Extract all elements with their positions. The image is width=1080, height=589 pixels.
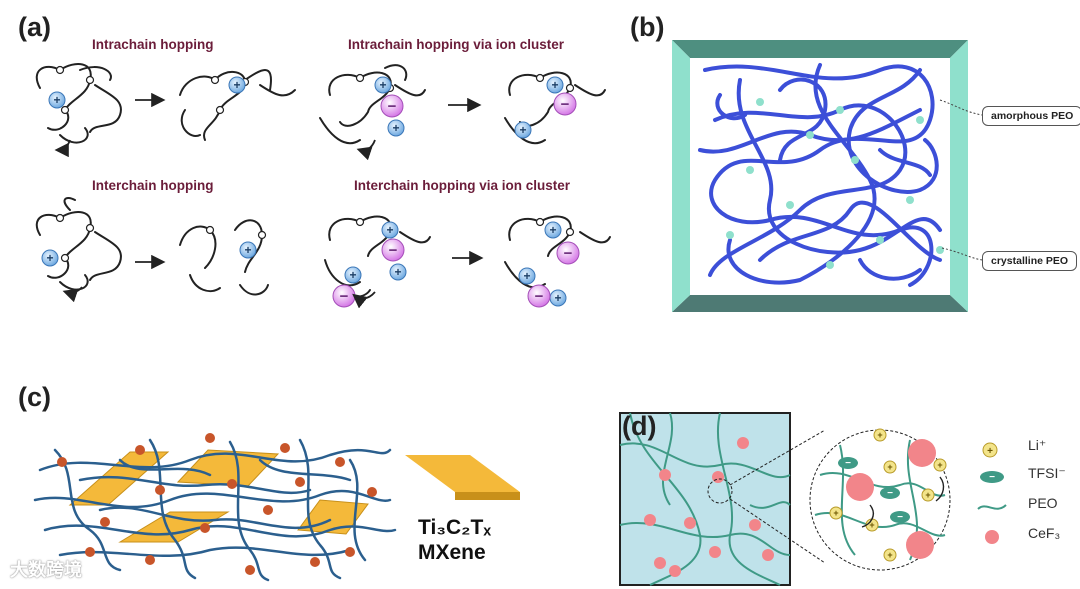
svg-text:+: + bbox=[549, 223, 556, 237]
mxene-composite-diagram bbox=[33, 433, 520, 582]
svg-text:+: + bbox=[925, 490, 930, 500]
svg-text:+: + bbox=[519, 123, 526, 137]
panel-b-label: (b) bbox=[630, 12, 665, 42]
svg-text:−: − bbox=[897, 512, 903, 523]
svg-text:−: − bbox=[561, 96, 570, 113]
mxene-formula: Ti₃C₂Tₓ bbox=[418, 516, 492, 539]
svg-text:−: − bbox=[989, 472, 995, 483]
svg-text:−: − bbox=[845, 458, 851, 469]
legend-cef3: CeF₃ bbox=[1028, 525, 1061, 541]
svg-text:+: + bbox=[349, 268, 356, 282]
panel-c-label: (c) bbox=[18, 382, 51, 412]
legend-peo: PEO bbox=[1028, 495, 1058, 511]
peo-box-diagram bbox=[672, 40, 983, 312]
svg-text:+: + bbox=[46, 251, 53, 265]
callout-crystalline-peo: crystalline PEO bbox=[982, 251, 1078, 271]
panel-a: (a) Intrachain hopping Intrachain hoppin… bbox=[0, 0, 620, 310]
svg-text:+: + bbox=[394, 265, 401, 279]
legend-li: Li⁺ bbox=[1028, 437, 1047, 453]
svg-text:−: − bbox=[564, 245, 573, 262]
title-intrachain-hopping: Intrachain hopping bbox=[92, 37, 214, 52]
panel-a-diagram: + + + + + + + + + + + + + + − − − − − − bbox=[35, 63, 611, 309]
svg-text:+: + bbox=[523, 269, 530, 283]
cef3-composite-diagram: + + + + + + + − − − + − bbox=[619, 412, 1007, 586]
svg-text:−: − bbox=[388, 98, 397, 115]
svg-text:+: + bbox=[887, 462, 892, 472]
svg-text:+: + bbox=[887, 550, 892, 560]
svg-text:+: + bbox=[233, 78, 240, 92]
svg-text:−: − bbox=[887, 488, 893, 499]
svg-text:−: − bbox=[535, 288, 544, 305]
svg-text:+: + bbox=[937, 460, 942, 470]
svg-text:−: − bbox=[340, 288, 349, 305]
svg-text:+: + bbox=[244, 243, 251, 257]
panel-d: + + + + + + + − − − + − (d) Li⁺ TFSI⁻ PEO Ce… bbox=[610, 405, 1080, 589]
panel-a-label: (a) bbox=[18, 12, 51, 42]
panel-b: (b) amorphous PEO bbox=[620, 0, 1080, 330]
svg-text:+: + bbox=[379, 78, 386, 92]
title-interchain-cluster: Interchain hopping via ion cluster bbox=[354, 178, 571, 193]
svg-text:+: + bbox=[554, 291, 561, 305]
watermark: 大数跨境 bbox=[10, 560, 82, 580]
svg-text:+: + bbox=[833, 508, 838, 518]
callout-amorphous-peo: amorphous PEO bbox=[982, 106, 1080, 126]
mxene-name: MXene bbox=[418, 541, 486, 564]
legend-peo-icon bbox=[977, 504, 1007, 510]
svg-text:−: − bbox=[389, 242, 398, 259]
panel-c: (c) bbox=[0, 380, 600, 589]
title-interchain-hopping: Interchain hopping bbox=[92, 178, 214, 193]
svg-text:+: + bbox=[551, 78, 558, 92]
title-intrachain-cluster: Intrachain hopping via ion cluster bbox=[348, 37, 565, 52]
svg-text:+: + bbox=[869, 520, 874, 530]
svg-text:+: + bbox=[987, 446, 993, 457]
legend-tfsi-icon bbox=[980, 471, 1004, 483]
legend-cef3-icon bbox=[985, 530, 999, 544]
legend-tfsi: TFSI⁻ bbox=[1028, 465, 1066, 481]
svg-text:+: + bbox=[53, 93, 60, 107]
legend-li-icon bbox=[982, 442, 998, 458]
svg-text:+: + bbox=[386, 223, 393, 237]
svg-text:+: + bbox=[877, 430, 882, 440]
svg-text:+: + bbox=[392, 121, 399, 135]
panel-d-label: (d) bbox=[622, 411, 657, 441]
